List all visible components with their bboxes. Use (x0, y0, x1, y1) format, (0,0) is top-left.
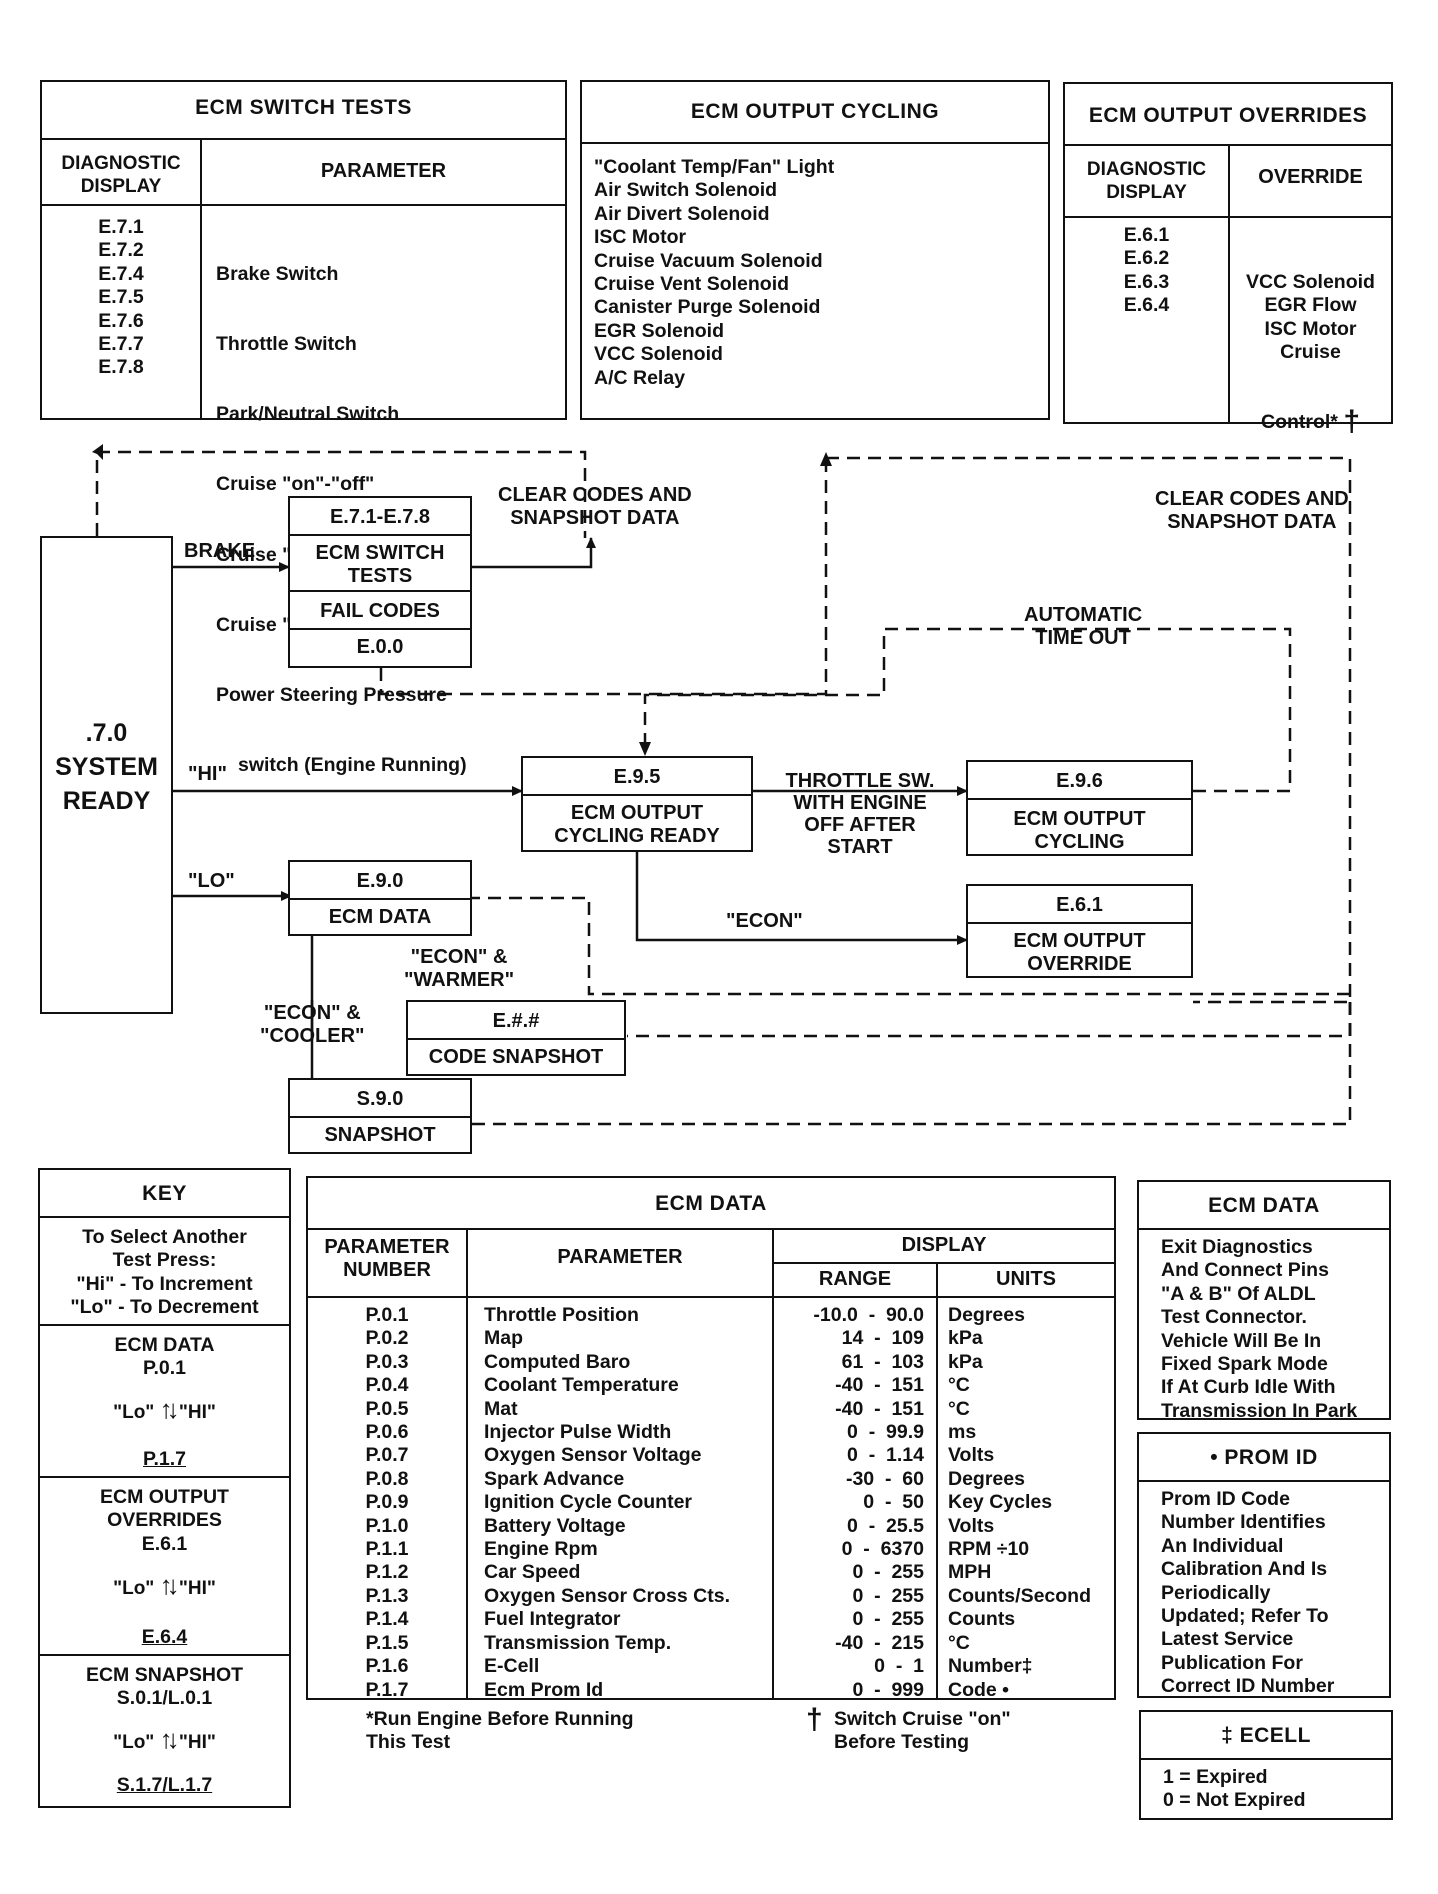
param-throttle: Throttle Switch (216, 333, 357, 356)
dagger-icon: † (1343, 405, 1360, 439)
ecm-data-side-box: ECM DATA Exit Diagnostics And Connect Pi… (1137, 1180, 1391, 1422)
e90-node: E.9.0 ECM DATA (288, 860, 472, 936)
switch-node-fail: FAIL CODES (320, 600, 440, 622)
switch-tests-col-diagnostic: DIAGNOSTIC DISPLAY (61, 153, 181, 197)
overrides-codes: E.6.1 E.6.2 E.6.3 E.6.4 (1123, 224, 1170, 317)
key-ecm-data-controls: "Lo" ↑↓ "HI" (40, 1394, 289, 1425)
key-table: KEY To Select Another Test Press: "Hi" -… (38, 1168, 291, 1808)
key-title: KEY (142, 1182, 187, 1205)
econ-label: "ECON" (726, 910, 803, 932)
switch-tests-node: E.7.1-E.7.8 ECM SWITCH TESTS FAIL CODES … (288, 496, 472, 668)
e61-code: E.6.1 (1056, 894, 1103, 916)
key-intro: To Select Another Test Press: "Hi" - To … (70, 1226, 259, 1319)
override-cruise-control: Control* (1260, 411, 1338, 434)
key-overrides-end: E.6.4 (141, 1626, 188, 1648)
key-ecm-data-end: P.1.7 (142, 1448, 187, 1470)
param-power-steering-cont: switch (Engine Running) (238, 754, 467, 777)
key-snapshot-title: ECM SNAPSHOT S.0.1/L.0.1 (85, 1664, 244, 1710)
overrides-col-diagnostic: DIAGNOSTIC DISPLAY (1086, 159, 1207, 203)
ecell-title: ‡ ECELL (1221, 1724, 1311, 1747)
clear-codes-label-1: CLEAR CODES AND SNAPSHOT DATA (498, 484, 692, 529)
overrides-col-override: OVERRIDE (1258, 166, 1363, 188)
econ-cooler-label: "ECON" & "COOLER" (260, 1002, 365, 1047)
ecm-data-numbers: P.0.1 P.0.2 P.0.3 P.0.4 P.0.5 P.0.6 P.0.… (365, 1304, 409, 1701)
enn-node: E.#.# CODE SNAPSHOT (406, 1000, 626, 1076)
key-snapshot-end: S.1.7/L.1.7 (116, 1774, 213, 1796)
lo-text: "Lo" (113, 1402, 155, 1423)
e90-name: ECM DATA (328, 906, 432, 928)
ecm-data-units: Degrees kPa kPa °C °C ms Volts Degrees K… (948, 1304, 1092, 1701)
s90-node: S.9.0 SNAPSHOT (288, 1078, 472, 1154)
param-cruise-on-off: Cruise "on"-"off" (216, 473, 375, 496)
output-cycling-table: ECM OUTPUT CYCLING "Coolant Temp/Fan" Li… (580, 80, 1050, 420)
switch-node-e00: E.0.0 (356, 636, 404, 658)
s90-code: S.9.0 (356, 1088, 404, 1110)
overrides-table: ECM OUTPUT OVERRIDES DIAGNOSTIC DISPLAY … (1063, 82, 1393, 437)
switch-node-code: E.7.1-E.7.8 (329, 506, 431, 528)
lo-text: "Lo" (113, 1578, 155, 1599)
dagger-icon: † (806, 1703, 823, 1736)
ecm-data-ranges: -10.0 - 90.0 14 - 109 61 - 103 -40 - 151… (813, 1304, 924, 1701)
e90-code: E.9.0 (356, 870, 404, 892)
e96-node: E.9.6 ECM OUTPUT CYCLING (966, 760, 1193, 856)
e95-node: E.9.5 ECM OUTPUT CYCLING READY (521, 756, 753, 852)
note-run-engine: *Run Engine Before Running This Test (366, 1708, 634, 1754)
brake-label: BRAKE (184, 540, 256, 562)
ecm-data-side-title: ECM DATA (1208, 1194, 1320, 1217)
ecm-data-h-number: PARAMETER NUMBER (324, 1236, 450, 1281)
e96-code: E.9.6 (1056, 770, 1103, 792)
key-ecm-data-title: ECM DATA P.0.1 (114, 1334, 215, 1380)
ecm-data-table: ECM DATA PARAMETER NUMBER PARAMETER DISP… (306, 1176, 1116, 1701)
ecm-data-title: ECM DATA (655, 1192, 767, 1215)
e95-code: E.9.5 (613, 766, 661, 788)
hi-text: "HI" (178, 1402, 216, 1423)
ecm-data-h-units: UNITS (996, 1268, 1056, 1290)
throttle-label: THROTTLE SW. WITH ENGINE OFF AFTER START (785, 770, 935, 858)
hi-text: "HI" (178, 1578, 216, 1599)
e61-node: E.6.1 ECM OUTPUT OVERRIDE (966, 884, 1193, 978)
up-down-arrows-icon: ↑↓ (159, 1724, 180, 1754)
switch-tests-title: ECM SWITCH TESTS (195, 96, 412, 119)
hi-text: "HI" (178, 1732, 216, 1753)
overrides-items: VCC Solenoid EGR Flow ISC Motor Cruise C… (1246, 270, 1375, 439)
prom-id-title: • PROM ID (1210, 1446, 1318, 1469)
switch-tests-codes: E.7.1 E.7.2 E.7.4 E.7.5 E.7.6 E.7.7 E.7.… (98, 216, 144, 379)
s90-name: SNAPSHOT (324, 1124, 436, 1146)
ecm-data-params: Throttle Position Map Computed Baro Cool… (484, 1304, 730, 1701)
key-overrides-title: ECM OUTPUT OVERRIDES E.6.1 (100, 1486, 229, 1555)
ecell-box: ‡ ECELL 1 = Expired 0 = Not Expired (1139, 1710, 1393, 1820)
system-ready-label: .7.0 SYSTEM READY (55, 719, 158, 815)
ecm-data-h-display: DISPLAY (901, 1234, 987, 1256)
ecm-data-h-range: RANGE (818, 1268, 892, 1290)
e61-name: ECM OUTPUT OVERRIDE (1013, 930, 1146, 975)
ecm-data-h-param: PARAMETER (557, 1246, 683, 1268)
e95-name: ECM OUTPUT CYCLING READY (554, 802, 720, 847)
clear-codes-label-2: CLEAR CODES AND SNAPSHOT DATA (1155, 488, 1349, 533)
up-down-arrows-icon: ↑↓ (159, 1394, 180, 1424)
switch-tests-col-parameter: PARAMETER (320, 160, 447, 182)
overrides-title: ECM OUTPUT OVERRIDES (1088, 104, 1368, 127)
param-park-neutral: Park/Neutral Switch (216, 403, 400, 426)
switch-node-name: ECM SWITCH TESTS (315, 542, 445, 587)
e96-name: ECM OUTPUT CYCLING (1013, 808, 1146, 853)
key-snapshot-controls: "Lo" ↑↓ "HI" (40, 1724, 289, 1755)
lo-label: "LO" (188, 870, 235, 892)
econ-warmer-label: "ECON" & "WARMER" (404, 946, 515, 991)
output-cycling-items: "Coolant Temp/Fan" Light Air Switch Sole… (594, 156, 835, 389)
lo-text: "Lo" (113, 1732, 155, 1753)
prom-id-box: • PROM ID Prom ID Code Number Identifies… (1137, 1432, 1391, 1698)
param-brake: Brake Switch (216, 262, 339, 285)
enn-code: E.#.# (492, 1010, 540, 1032)
up-down-arrows-icon: ↑↓ (159, 1570, 180, 1600)
hi-label: "HI" (188, 763, 227, 785)
auto-timeout-label: AUTOMATIC TIME OUT (1024, 604, 1143, 649)
key-overrides-controls: "Lo" ↑↓ "HI" (40, 1570, 289, 1601)
enn-name: CODE SNAPSHOT (428, 1046, 604, 1068)
system-ready-box: .7.0 SYSTEM READY (40, 536, 173, 1014)
output-cycling-title: ECM OUTPUT CYCLING (690, 100, 940, 123)
ecell-body: 1 = Expired 0 = Not Expired (1163, 1766, 1306, 1812)
prom-id-body: Prom ID Code Number Identifies An Indivi… (1161, 1488, 1335, 1698)
ecm-data-side-body: Exit Diagnostics And Connect Pins "A & B… (1161, 1236, 1358, 1422)
